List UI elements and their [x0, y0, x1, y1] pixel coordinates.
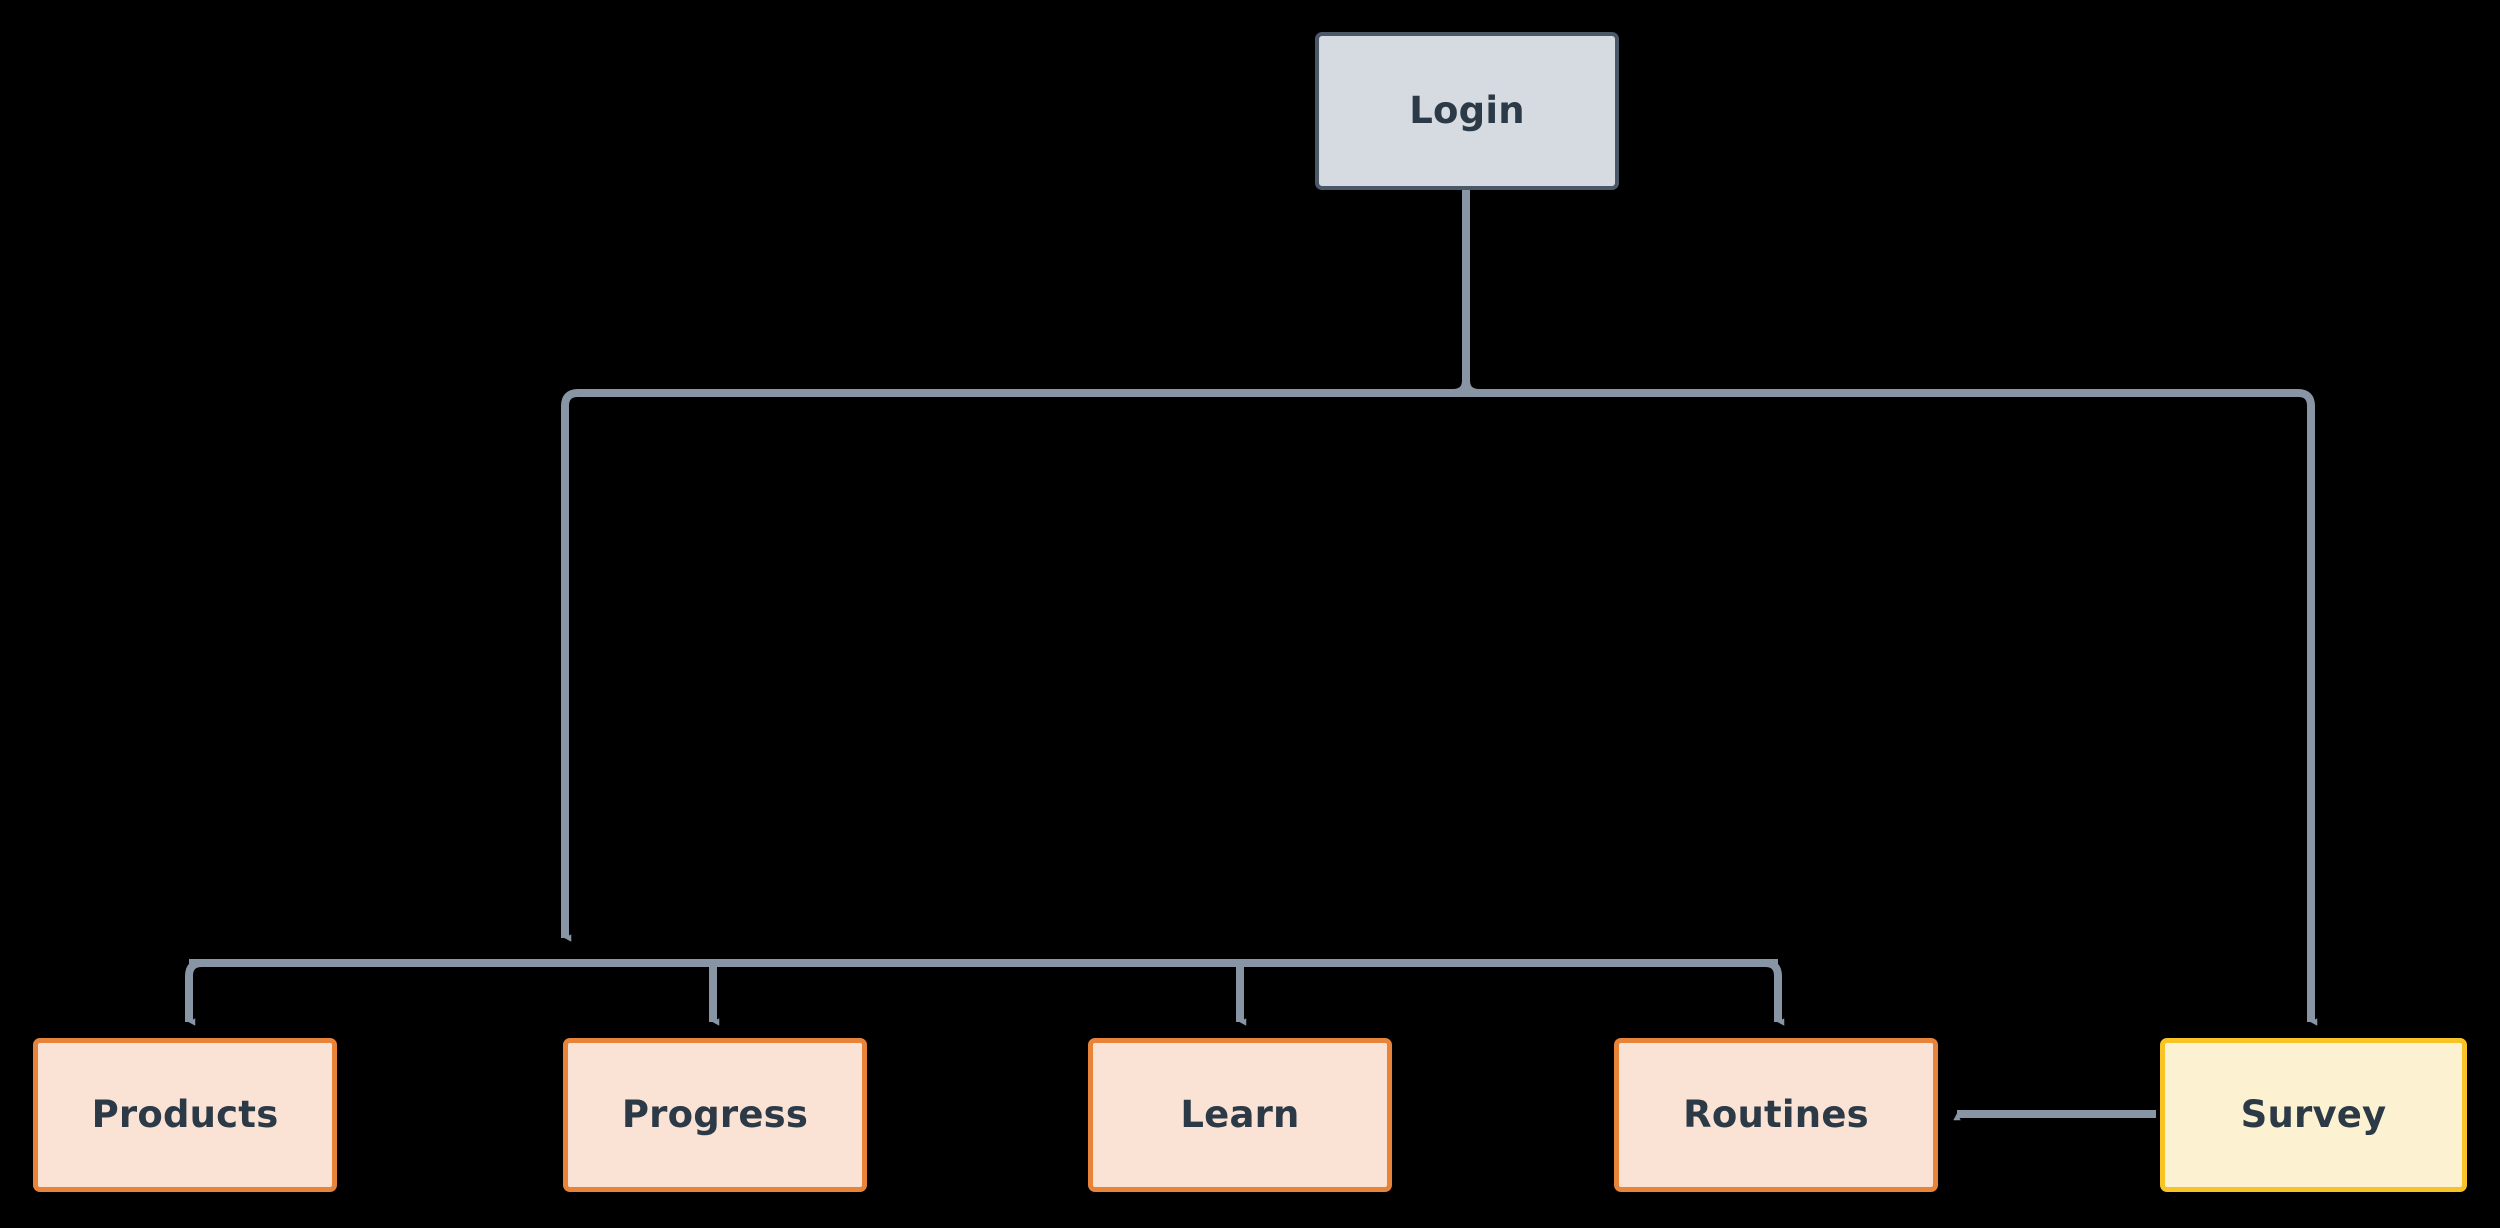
- node-products-label: Products: [91, 1092, 279, 1136]
- node-products[interactable]: Products: [33, 1038, 337, 1192]
- node-routines[interactable]: Routines: [1614, 1038, 1938, 1192]
- edge-to-products: [185, 959, 203, 1026]
- node-survey-label: Survey: [2240, 1092, 2387, 1136]
- edge-to-routines: [1764, 959, 1785, 1026]
- node-survey[interactable]: Survey: [2160, 1038, 2467, 1192]
- edge-rail-top-right: [1466, 389, 2318, 1026]
- node-learn[interactable]: Learn: [1088, 1038, 1392, 1192]
- node-login[interactable]: Login: [1315, 32, 1619, 190]
- node-progress[interactable]: Progress: [563, 1038, 867, 1192]
- node-learn-label: Learn: [1180, 1092, 1300, 1136]
- edge-login-stem-left: [1452, 379, 1470, 397]
- node-routines-label: Routines: [1683, 1092, 1869, 1136]
- node-progress-label: Progress: [621, 1092, 809, 1136]
- edge-rail-top-left: [561, 389, 1466, 942]
- edge-login-stem: [1462, 190, 1480, 397]
- node-login-label: Login: [1409, 88, 1525, 132]
